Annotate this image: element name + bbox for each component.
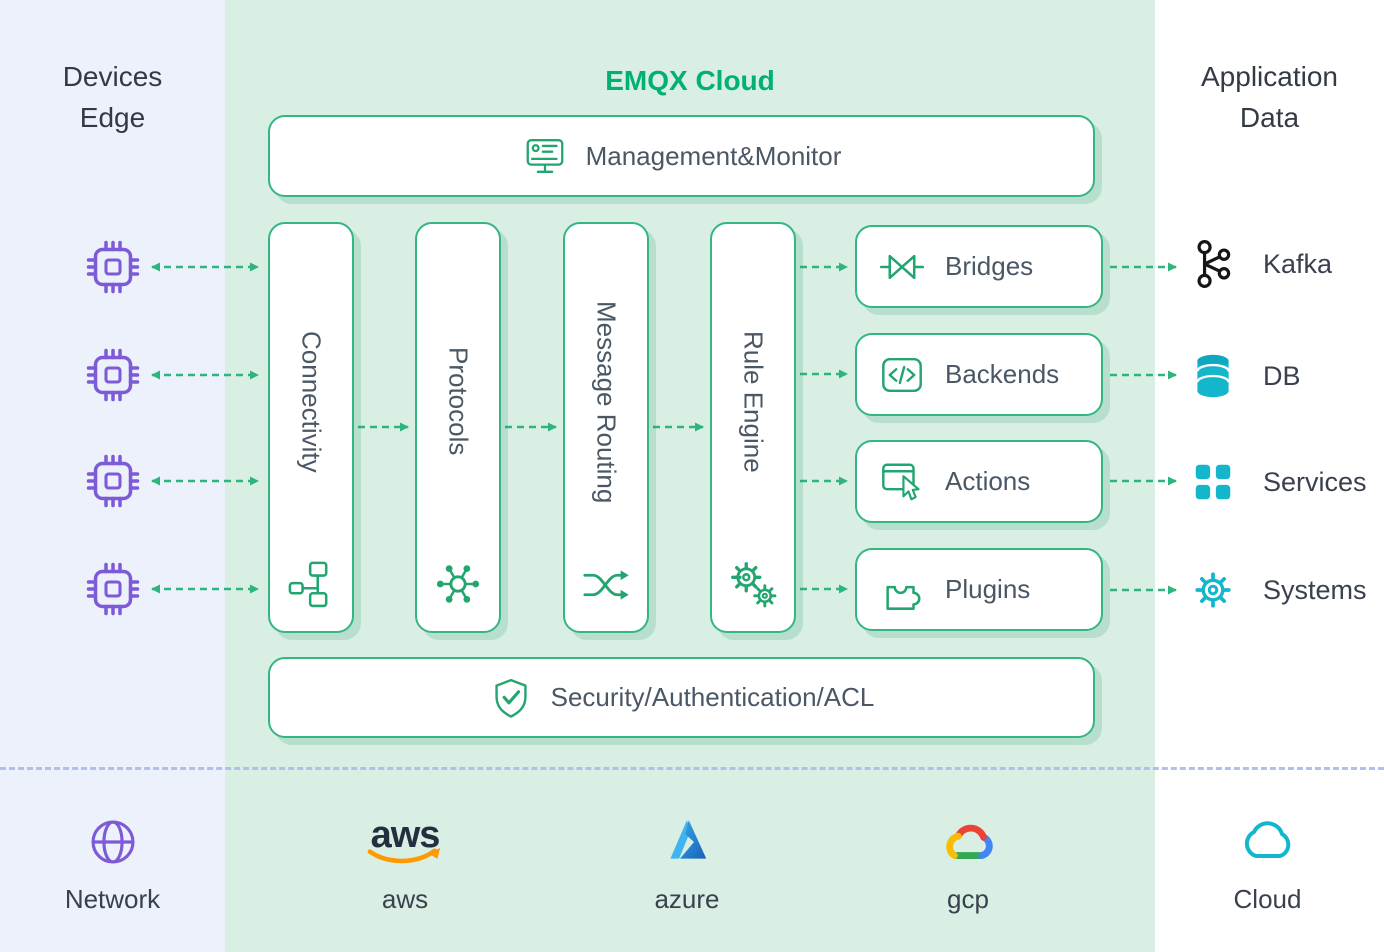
column-message-routing: Message Routing — [563, 222, 649, 633]
target-systems: Systems — [1185, 562, 1367, 618]
devices-edge-panel — [0, 0, 225, 952]
management-monitor-icon — [526, 139, 563, 173]
device-chip-icon — [86, 562, 140, 616]
device-chip — [85, 453, 141, 509]
network-label: Network — [64, 884, 161, 914]
plugins-label: Plugins — [945, 574, 1031, 604]
gcp-item: gcp — [903, 810, 1033, 915]
application-data-title-line1: Application — [1201, 61, 1338, 92]
bottom-divider-line — [0, 767, 1384, 770]
azure-label: azure — [654, 884, 720, 914]
message-routing-icon — [583, 570, 629, 600]
actions-label: Actions — [945, 466, 1031, 496]
device-chip — [85, 347, 141, 403]
device-chip — [85, 561, 141, 617]
target-services: Services — [1185, 454, 1367, 510]
column-rule-engine: Rule Engine — [710, 222, 796, 633]
emqx-cloud-title: EMQX Cloud — [605, 65, 775, 96]
systems-icon — [1185, 562, 1241, 618]
actions-icon — [882, 463, 920, 500]
security-label: Security/Authentication/ACL — [550, 682, 875, 712]
column-protocols: Protocols — [415, 222, 501, 633]
security-bar: Security/Authentication/ACL — [268, 657, 1095, 738]
bridges-label: Bridges — [945, 251, 1034, 281]
application-data-title-line2: Data — [1239, 102, 1300, 133]
device-chip-icon — [86, 348, 140, 402]
protocols-label: Protocols — [443, 347, 474, 456]
kafka-label: Kafka — [1263, 248, 1333, 279]
protocols-icon — [436, 565, 480, 603]
systems-label: Systems — [1263, 574, 1367, 605]
security-icon — [494, 678, 527, 718]
plugins-box: Plugins — [855, 548, 1103, 631]
aws-label: aws — [381, 884, 429, 914]
rule-engine-label: Rule Engine — [738, 330, 769, 473]
kafka-icon — [1185, 236, 1241, 292]
connectivity-icon — [288, 561, 328, 608]
plugins-icon — [886, 585, 921, 610]
backends-icon — [882, 357, 922, 392]
management-monitor-bar: Management&Monitor — [268, 115, 1095, 197]
target-kafka: Kafka — [1185, 236, 1332, 292]
connectivity-label: Connectivity — [296, 330, 327, 473]
services-icon — [1185, 454, 1241, 510]
services-label: Services — [1263, 466, 1367, 497]
target-db: DB — [1185, 348, 1301, 404]
device-chip — [85, 239, 141, 295]
network-icon — [84, 810, 142, 874]
cloud-label: Cloud — [1233, 884, 1302, 914]
device-chip-icon — [86, 454, 140, 508]
bridges-icon — [879, 254, 925, 279]
db-label: DB — [1263, 360, 1301, 391]
rule-engine-icon — [731, 562, 777, 608]
backends-label: Backends — [945, 359, 1060, 389]
aws-logo: aws — [362, 810, 448, 874]
actions-box: Actions — [855, 440, 1103, 523]
application-data-panel — [1155, 0, 1384, 952]
gcp-logo — [937, 810, 999, 874]
devices-edge-title-line2: Edge — [79, 102, 146, 133]
device-chip-icon — [86, 240, 140, 294]
azure-item: azure — [622, 810, 752, 915]
column-connectivity: Connectivity — [268, 222, 354, 633]
devices-edge-title: Devices Edge — [0, 56, 225, 138]
aws-item: aws aws — [340, 810, 470, 915]
management-monitor-label: Management&Monitor — [585, 140, 842, 171]
cloud-item: Cloud — [1200, 810, 1335, 915]
backends-box: Backends — [855, 333, 1103, 416]
message-routing-label: Message Routing — [591, 301, 622, 504]
db-icon — [1185, 348, 1241, 404]
gcp-label: gcp — [947, 884, 989, 914]
bridges-box: Bridges — [855, 225, 1103, 308]
azure-logo — [659, 810, 715, 874]
devices-edge-title-line1: Devices — [62, 61, 163, 92]
cloud-icon — [1236, 810, 1300, 874]
application-data-title: Application Data — [1155, 56, 1384, 138]
network-item: Network — [30, 810, 195, 915]
